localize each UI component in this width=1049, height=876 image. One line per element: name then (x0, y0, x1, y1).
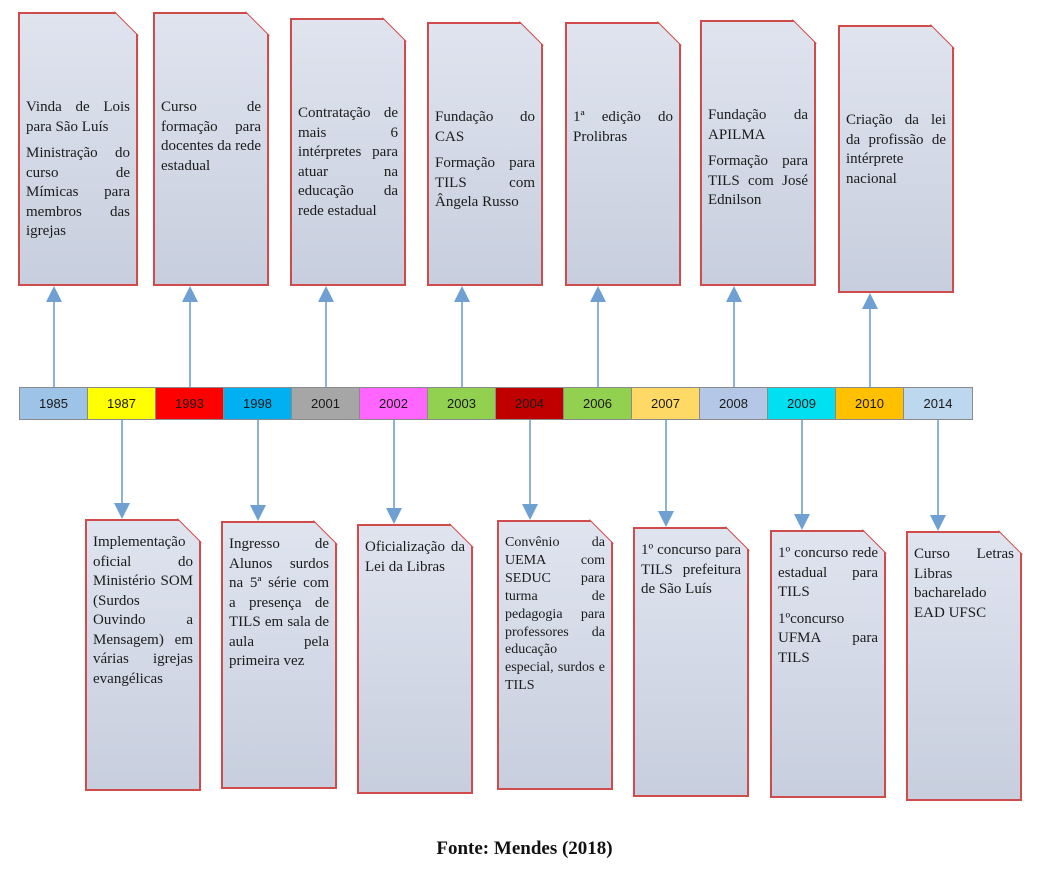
figure-caption: Fonte: Mendes (2018) (436, 838, 613, 859)
year-cell-2007: 2007 (632, 388, 700, 419)
event-text: Implementação oficial do Ministério SOM … (93, 534, 193, 687)
event-text: 1ºconcurso UFMA para TILS (778, 610, 878, 666)
year-cell-2006: 2006 (564, 388, 632, 419)
arrow-layer (46, 286, 946, 531)
event-text: Fundação do CAS (435, 109, 535, 145)
year-cell-1993: 1993 (156, 388, 224, 419)
event-text: Criação da lei da profissão de intérpret… (846, 112, 946, 187)
event-text: Fundação da APILMA (708, 107, 808, 143)
event-card-2014: Curso Letras Libras bacharelado EAD UFSC (906, 531, 1022, 801)
event-text: Contratação de mais 6 intérpretes para a… (298, 105, 398, 219)
event-card-2003: Fundação do CAS Formação para TILS com Ân… (427, 22, 543, 286)
event-text: 1º concurso para TILS prefeitura de São … (641, 542, 741, 597)
year-cell-2002: 2002 (360, 388, 428, 419)
event-card-2002: Oficialização da Lei da Libras (357, 524, 473, 794)
year-cell-2010: 2010 (836, 388, 904, 419)
event-text: Oficialização da Lei da Libras (365, 539, 465, 575)
event-text: Ministração do curso de Mímicas para mem… (26, 145, 130, 239)
event-text: Curso de formação para docentes da rede … (161, 99, 261, 174)
year-cell-2014: 2014 (904, 388, 972, 419)
event-text: Formação para TILS com Ângela Russo (435, 155, 535, 210)
event-card-2006: 1ª edição do Prolibras (565, 22, 681, 286)
event-card-2007: 1º concurso para TILS prefeitura de São … (633, 527, 749, 797)
year-cell-2008: 2008 (700, 388, 768, 419)
event-card-2004: Convênio da UEMA com SEDUC para turma de… (497, 520, 613, 790)
year-cell-1985: 1985 (20, 388, 88, 419)
event-card-2009: 1º concurso rede estadual para TILS 1ºcon… (770, 530, 886, 798)
event-text: Ingresso de Alunos surdos na 5ª série co… (229, 536, 329, 669)
year-cell-2009: 2009 (768, 388, 836, 419)
event-text: 1º concurso rede estadual para TILS (778, 545, 878, 600)
year-cell-2001: 2001 (292, 388, 360, 419)
event-card-1993: Curso de formação para docentes da rede … (153, 12, 269, 286)
event-card-1998: Ingresso de Alunos surdos na 5ª série co… (221, 521, 337, 789)
event-card-2010: Criação da lei da profissão de intérpret… (838, 25, 954, 293)
year-cell-2003: 2003 (428, 388, 496, 419)
year-cell-1987: 1987 (88, 388, 156, 419)
event-card-2008: Fundação da APILMA Formação para TILS com… (700, 20, 816, 286)
event-text: Vinda de Lois para São Luís (26, 99, 130, 135)
event-card-2001: Contratação de mais 6 intérpretes para a… (290, 18, 406, 286)
year-cell-1998: 1998 (224, 388, 292, 419)
event-text: 1ª edição do Prolibras (573, 109, 673, 145)
event-text: Convênio da UEMA com SEDUC para turma de… (505, 535, 605, 694)
event-text: Curso Letras Libras bacharelado EAD UFSC (914, 546, 1014, 621)
year-cell-2004: 2004 (496, 388, 564, 419)
event-card-1987: Implementação oficial do Ministério SOM … (85, 519, 201, 791)
event-text: Formação para TILS com José Ednilson (708, 153, 808, 208)
